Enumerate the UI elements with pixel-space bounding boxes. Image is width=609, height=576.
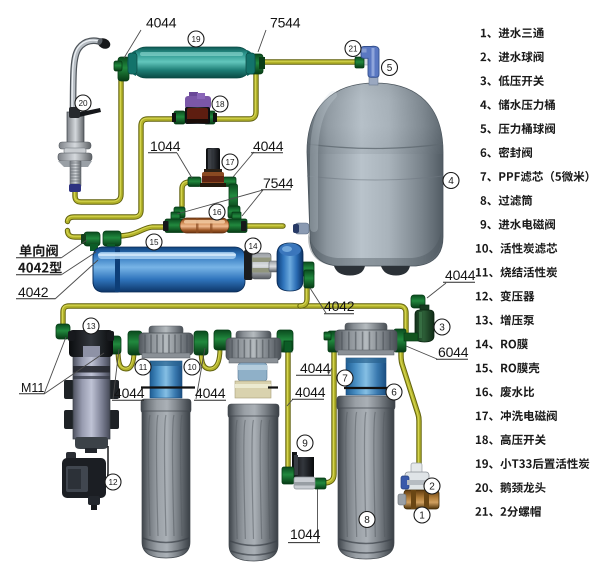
svg-text:1: 1 (419, 511, 425, 522)
svg-text:17: 17 (225, 158, 235, 167)
svg-text:7: 7 (342, 374, 348, 385)
svg-text:11: 11 (139, 363, 148, 372)
svg-text:7544: 7544 (270, 15, 301, 31)
svg-text:M11: M11 (21, 381, 44, 395)
svg-text:9: 9 (302, 439, 308, 450)
svg-text:6: 6 (391, 388, 397, 399)
svg-text:16: 16 (212, 208, 222, 217)
svg-text:5: 5 (387, 63, 393, 74)
svg-text:4044: 4044 (253, 138, 284, 154)
svg-text:18: 18 (215, 100, 225, 109)
svg-text:20: 20 (78, 99, 88, 108)
svg-text:4044: 4044 (146, 15, 177, 31)
svg-text:10: 10 (187, 363, 197, 372)
svg-text:4: 4 (448, 176, 454, 187)
svg-text:2: 2 (429, 482, 435, 493)
svg-text:1044: 1044 (150, 138, 181, 154)
svg-text:4044: 4044 (295, 384, 326, 400)
svg-text:21: 21 (348, 44, 358, 53)
svg-text:3: 3 (439, 323, 445, 334)
svg-text:6044: 6044 (438, 344, 469, 360)
svg-text:12: 12 (108, 478, 118, 487)
svg-text:4044: 4044 (300, 360, 331, 376)
svg-text:4042: 4042 (18, 284, 49, 300)
svg-text:4044: 4044 (114, 385, 145, 401)
svg-text:4044: 4044 (195, 385, 226, 401)
svg-text:13: 13 (86, 322, 96, 331)
svg-text:8: 8 (364, 515, 370, 526)
svg-text:1044: 1044 (290, 526, 321, 542)
svg-text:7544: 7544 (263, 175, 294, 191)
svg-text:4044: 4044 (445, 267, 476, 283)
svg-text:4042: 4042 (324, 298, 355, 314)
svg-text:15: 15 (149, 238, 159, 247)
svg-text:19: 19 (191, 35, 201, 44)
svg-text:14: 14 (248, 242, 258, 251)
